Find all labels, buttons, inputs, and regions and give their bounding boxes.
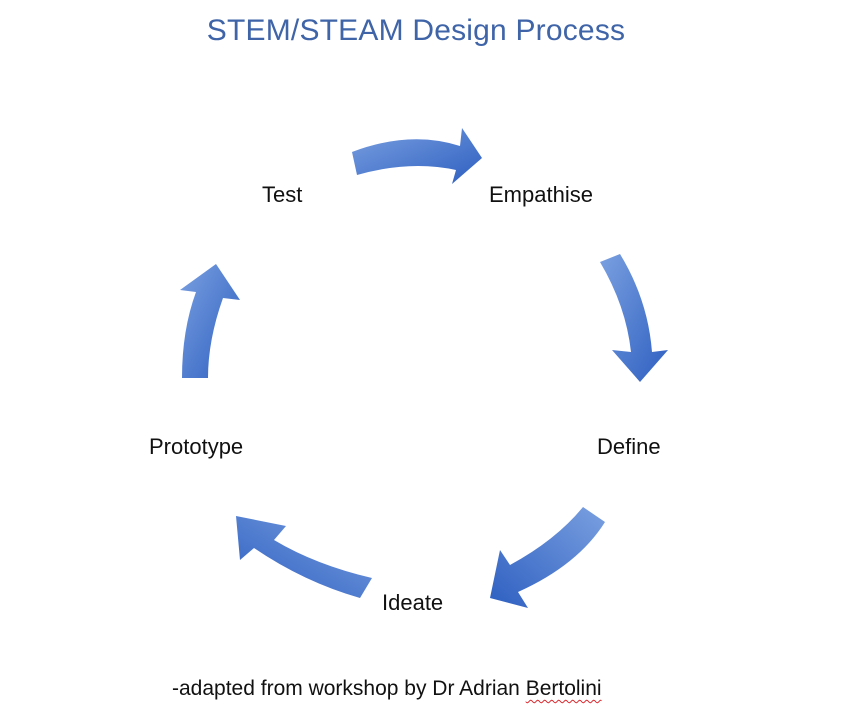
attribution-text: -adapted from workshop by Dr Adrian Bert… — [172, 677, 602, 701]
stage-label-empathise: Empathise — [489, 182, 593, 207]
arrow-ideate-to-prototype — [236, 516, 372, 598]
attribution-first-name: Adrian — [459, 677, 520, 700]
arrow-define-to-ideate — [490, 507, 605, 608]
stage-label-define: Define — [597, 434, 661, 459]
stage-label-prototype: Prototype — [149, 434, 244, 459]
arrow-empathise-to-define — [600, 254, 668, 382]
stage-label-ideate: Ideate — [382, 590, 444, 615]
diagram-title: STEM/STEAM Design Process — [206, 14, 626, 47]
stage-label-test: Test — [262, 182, 303, 207]
arrow-prototype-to-test — [180, 264, 240, 378]
attribution-title: Dr — [432, 677, 455, 700]
attribution-prefix: -adapted from workshop by — [172, 677, 433, 700]
arrow-test-to-empathise — [352, 128, 482, 184]
attribution-surname: Bertolini — [525, 677, 602, 700]
